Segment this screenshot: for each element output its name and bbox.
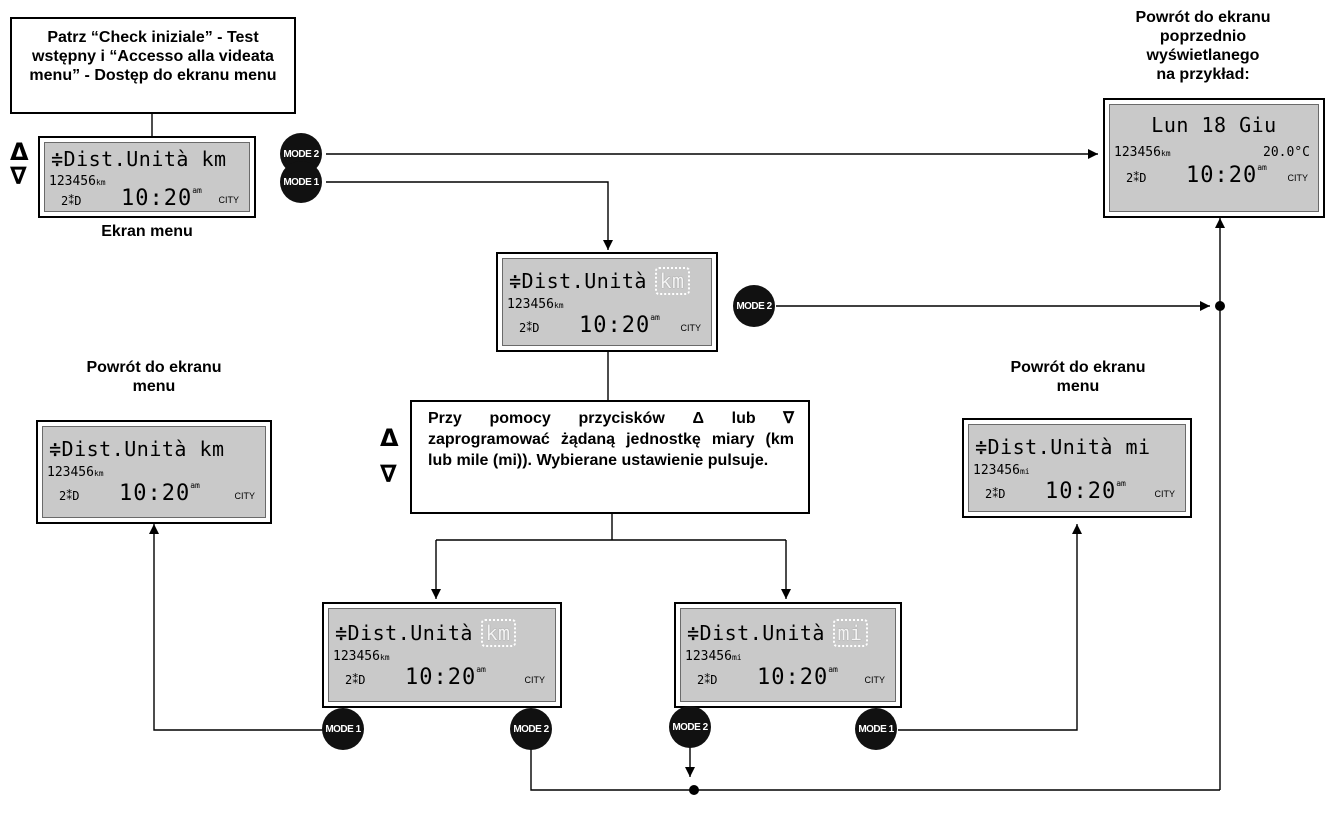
return-right-gear: 2⁑D <box>985 487 1006 501</box>
edit-blinking-unit: km <box>654 267 690 295</box>
drive-mode: CITY <box>218 195 239 205</box>
odometer-value: 123456 <box>49 174 96 189</box>
return-right-unit: mi <box>1125 435 1151 459</box>
return-right-odometer: 123456 <box>973 463 1020 478</box>
previous-display: Lun 18 Giu 123456km 20.0°C 2⁑D 10:20am C… <box>1103 98 1325 218</box>
edit-odometer: 123456 <box>507 297 554 312</box>
return-left-odometer-unit: km <box>93 469 104 478</box>
instruction-text: Przy pomocy przycisków Δ lub ∇ zaprogram… <box>428 410 794 469</box>
clock-time: 10:20 <box>121 186 193 211</box>
return-left-unit: km <box>199 437 225 461</box>
choice-mi-clock: 10:20 <box>757 665 829 690</box>
return-left-ampm: am <box>190 481 200 490</box>
intro-note: Patrz “Check iniziale” - Test wstępny i … <box>29 29 277 84</box>
choice-km-odometer: 123456 <box>333 649 380 664</box>
instruction-box <box>410 400 810 514</box>
return-right-clock: 10:20 <box>1045 479 1117 504</box>
return-previous-note: Powrót do ekranu poprzednio wyświetlaneg… <box>1135 9 1271 83</box>
return-left-odometer: 123456 <box>47 465 94 480</box>
intro-note-box <box>10 17 296 114</box>
edit-clock: 10:20 <box>579 313 651 338</box>
return-right-mode: CITY <box>1154 489 1175 499</box>
edit-line1: ≑Dist.Unità <box>509 269 647 293</box>
mode1-button[interactable]: MODE 1 <box>855 708 897 750</box>
choice-km-line1: ≑Dist.Unità <box>335 621 473 645</box>
return-left-clock: 10:20 <box>119 481 191 506</box>
choice-mi-display: ≑Dist.Unità mi 123456mi 2⁑D 10:20am CITY <box>674 602 902 708</box>
previous-odometer: 123456 <box>1114 145 1161 160</box>
previous-temperature: 20.0°C <box>1263 145 1310 160</box>
edit-odometer-unit: km <box>553 301 564 310</box>
mode2-button[interactable]: MODE 2 <box>733 285 775 327</box>
mode2-button[interactable]: MODE 2 <box>669 706 711 748</box>
choice-mi-odometer: 123456 <box>685 649 732 664</box>
edit-gear: 2⁑D <box>519 321 540 335</box>
return-left-line1: ≑Dist.Unità <box>49 437 187 461</box>
previous-clock: 10:20 <box>1186 163 1258 188</box>
choice-mi-odometer-unit: mi <box>731 653 742 662</box>
return-menu-right-note: Powrót do ekranu menu <box>1010 359 1146 395</box>
return-right-odometer-unit: mi <box>1019 467 1030 476</box>
down-key-icon: ∇ <box>380 460 397 488</box>
choice-km-odometer-unit: km <box>379 653 390 662</box>
display-line1: ≑Dist.Unità <box>51 147 189 171</box>
up-key-icon: Δ <box>380 424 399 452</box>
choice-km-clock: 10:20 <box>405 665 477 690</box>
edit-ampm: am <box>650 313 660 322</box>
return-right-display: ≑Dist.Unità mi 123456mi 2⁑D 10:20am CITY <box>962 418 1192 518</box>
return-right-ampm: am <box>1116 479 1126 488</box>
choice-km-display: ≑Dist.Unità km 123456km 2⁑D 10:20am CITY <box>322 602 562 708</box>
choice-mi-gear: 2⁑D <box>697 673 718 687</box>
previous-gear: 2⁑D <box>1126 171 1147 185</box>
return-left-gear: 2⁑D <box>59 489 80 503</box>
return-left-mode: CITY <box>234 491 255 501</box>
choice-km-ampm: am <box>476 665 486 674</box>
odometer-unit: km <box>95 178 106 187</box>
menu-display: ≑Dist.Unità km 123456km 2⁑D 10:20am CITY <box>38 136 256 218</box>
choice-km-blinking-unit: km <box>480 619 516 647</box>
return-right-line1: ≑Dist.Unità <box>975 435 1113 459</box>
gear-indicator: 2⁑D <box>61 194 82 208</box>
choice-mi-mode: CITY <box>864 675 885 685</box>
previous-ampm: am <box>1257 163 1267 172</box>
up-key-icon: Δ <box>10 138 29 166</box>
display-unit: km <box>201 147 227 171</box>
mode2-button[interactable]: MODE 2 <box>510 708 552 750</box>
choice-mi-blinking-unit: mi <box>832 619 868 647</box>
choice-km-gear: 2⁑D <box>345 673 366 687</box>
return-left-display: ≑Dist.Unità km 123456km 2⁑D 10:20am CITY <box>36 420 272 524</box>
edit-display: ≑Dist.Unità km 123456km 2⁑D 10:20am CITY <box>496 252 718 352</box>
choice-mi-line1: ≑Dist.Unità <box>687 621 825 645</box>
menu-screen-caption: Ekran menu <box>101 223 193 240</box>
previous-mode: CITY <box>1287 173 1308 183</box>
previous-date: Lun 18 Giu <box>1151 113 1277 137</box>
return-menu-left-note: Powrót do ekranu menu <box>86 359 222 395</box>
previous-odometer-unit: km <box>1160 149 1171 158</box>
edit-mode: CITY <box>680 323 701 333</box>
choice-mi-ampm: am <box>828 665 838 674</box>
clock-ampm: am <box>192 186 202 195</box>
mode1-button[interactable]: MODE 1 <box>322 708 364 750</box>
down-key-icon: ∇ <box>10 162 27 190</box>
choice-km-mode: CITY <box>524 675 545 685</box>
mode1-button[interactable]: MODE 1 <box>280 161 322 203</box>
